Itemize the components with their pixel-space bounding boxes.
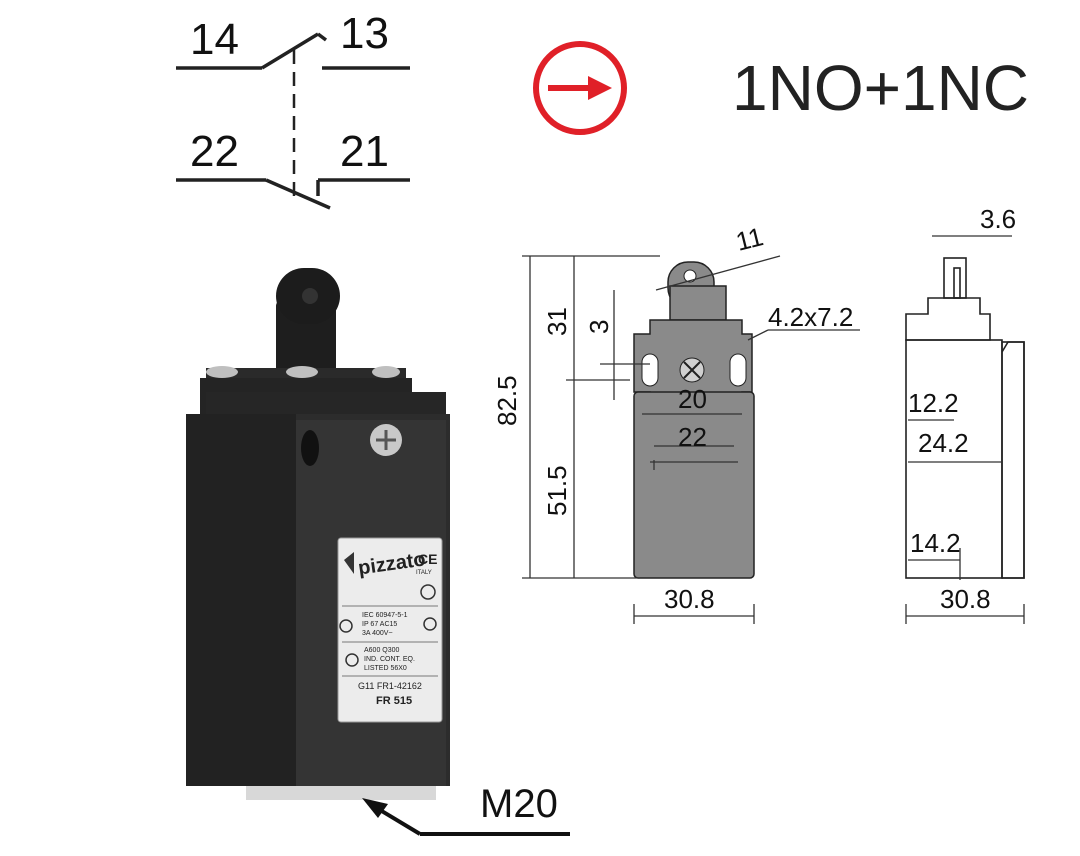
side-view-drawing bbox=[905, 257, 1025, 579]
dim-hole-outer: 22 bbox=[678, 422, 707, 452]
dim-width-side: 30.8 bbox=[940, 584, 991, 614]
ce-mark: CE bbox=[418, 551, 438, 567]
dim-hole-spacing: 20 bbox=[678, 384, 707, 414]
dim-side-24: 24.2 bbox=[918, 428, 969, 458]
positive-opening-icon bbox=[533, 41, 627, 135]
switch-photo bbox=[186, 268, 450, 800]
contact-config-title: 1NO+1NC bbox=[732, 52, 1029, 124]
spec-line-1: IEC 60947-5-1 bbox=[362, 612, 408, 619]
front-view-drawing bbox=[633, 261, 755, 579]
country-label: ITALY bbox=[416, 570, 432, 576]
terminal-13-label: 13 bbox=[340, 9, 389, 58]
dim-body-height: 51.5 bbox=[542, 465, 572, 516]
dim-side-14: 14.2 bbox=[910, 528, 961, 558]
code-line: G11 FR1-42162 bbox=[358, 681, 422, 691]
spec-line-2: IP 67 AC15 bbox=[362, 621, 398, 628]
terminal-14-label: 14 bbox=[190, 15, 239, 64]
dim-side-12: 12.2 bbox=[908, 388, 959, 418]
dim-slot-size: 4.2x7.2 bbox=[768, 302, 854, 332]
terminal-22-label: 22 bbox=[190, 127, 239, 176]
dim-actuator-width: 3.6 bbox=[980, 204, 1017, 234]
spec-line-3: 3A 400V~ bbox=[362, 630, 393, 637]
model-label: FR 515 bbox=[376, 695, 413, 707]
thread-label: M20 bbox=[480, 782, 558, 826]
dim-width-front: 30.8 bbox=[664, 584, 715, 614]
dimension-lines bbox=[522, 235, 1025, 624]
ul-line-1: A600 Q300 bbox=[364, 647, 400, 654]
dim-slot-offset: 3 bbox=[584, 319, 614, 334]
terminal-21-label: 21 bbox=[340, 127, 389, 176]
ul-line-2: IND. CONT. EQ. bbox=[364, 656, 415, 663]
dim-overall-height: 82.5 bbox=[492, 375, 522, 426]
dim-actuator-height: 31 bbox=[542, 307, 572, 336]
dim-roller-diameter: 11 bbox=[732, 221, 767, 257]
ul-line-3: LISTED 56X0 bbox=[364, 665, 407, 672]
